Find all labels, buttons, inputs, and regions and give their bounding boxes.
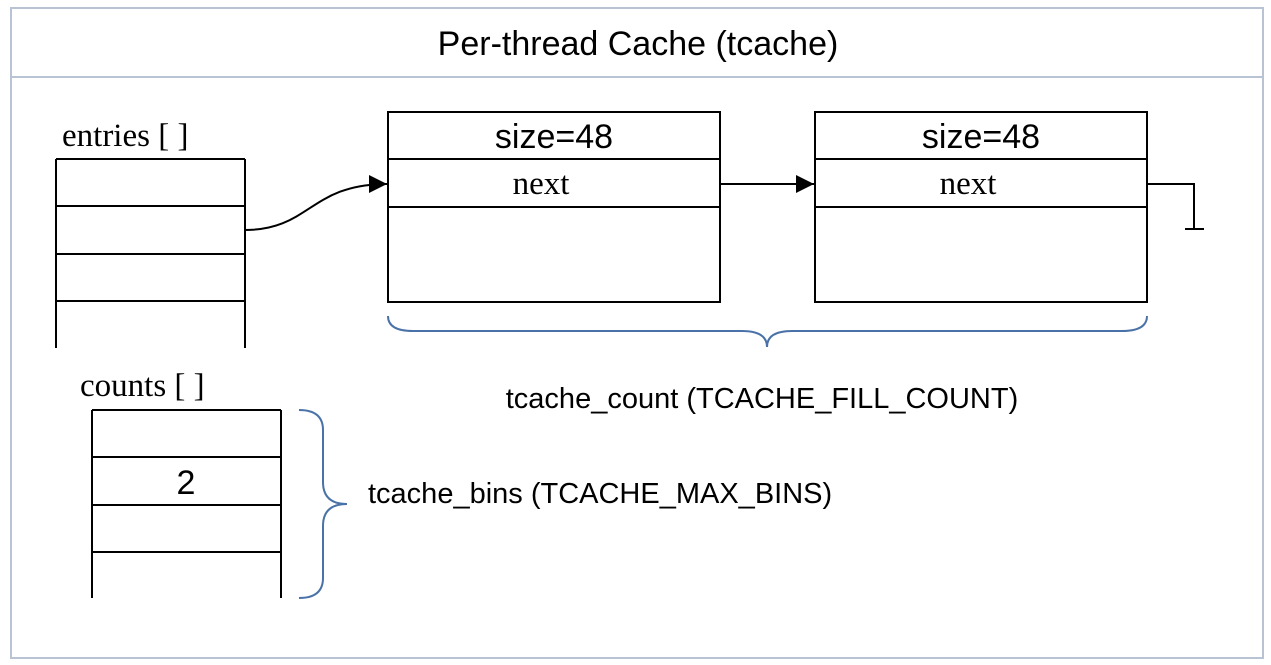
diagram-title: Per-thread Cache (tcache) (438, 25, 839, 63)
entries-array (55, 158, 246, 348)
tcache-count-label: tcache_count (TCACHE_FILL_COUNT) (506, 383, 1019, 415)
chunk-count-brace (387, 315, 1148, 348)
chunk-1: size=48 next (387, 111, 721, 303)
chunk-1-next-label: next (513, 166, 570, 202)
entries-label: entries [ ] (62, 118, 188, 154)
chunk-2-size-label: size=48 (922, 118, 1040, 156)
counts-value: 2 (177, 464, 196, 502)
counts-array (91, 409, 282, 598)
entries-to-chunk-arrow (244, 175, 388, 231)
counts-label: counts [ ] (80, 368, 205, 404)
outer-frame (10, 7, 1264, 659)
chunk-1-size-label: size=48 (495, 118, 613, 156)
bins-brace (298, 409, 348, 599)
null-terminator (1147, 183, 1204, 230)
chunk-2: size=48 next (814, 111, 1148, 303)
chunk-2-next-label: next (940, 166, 997, 202)
tcache-bins-label: tcache_bins (TCACHE_MAX_BINS) (368, 478, 832, 510)
